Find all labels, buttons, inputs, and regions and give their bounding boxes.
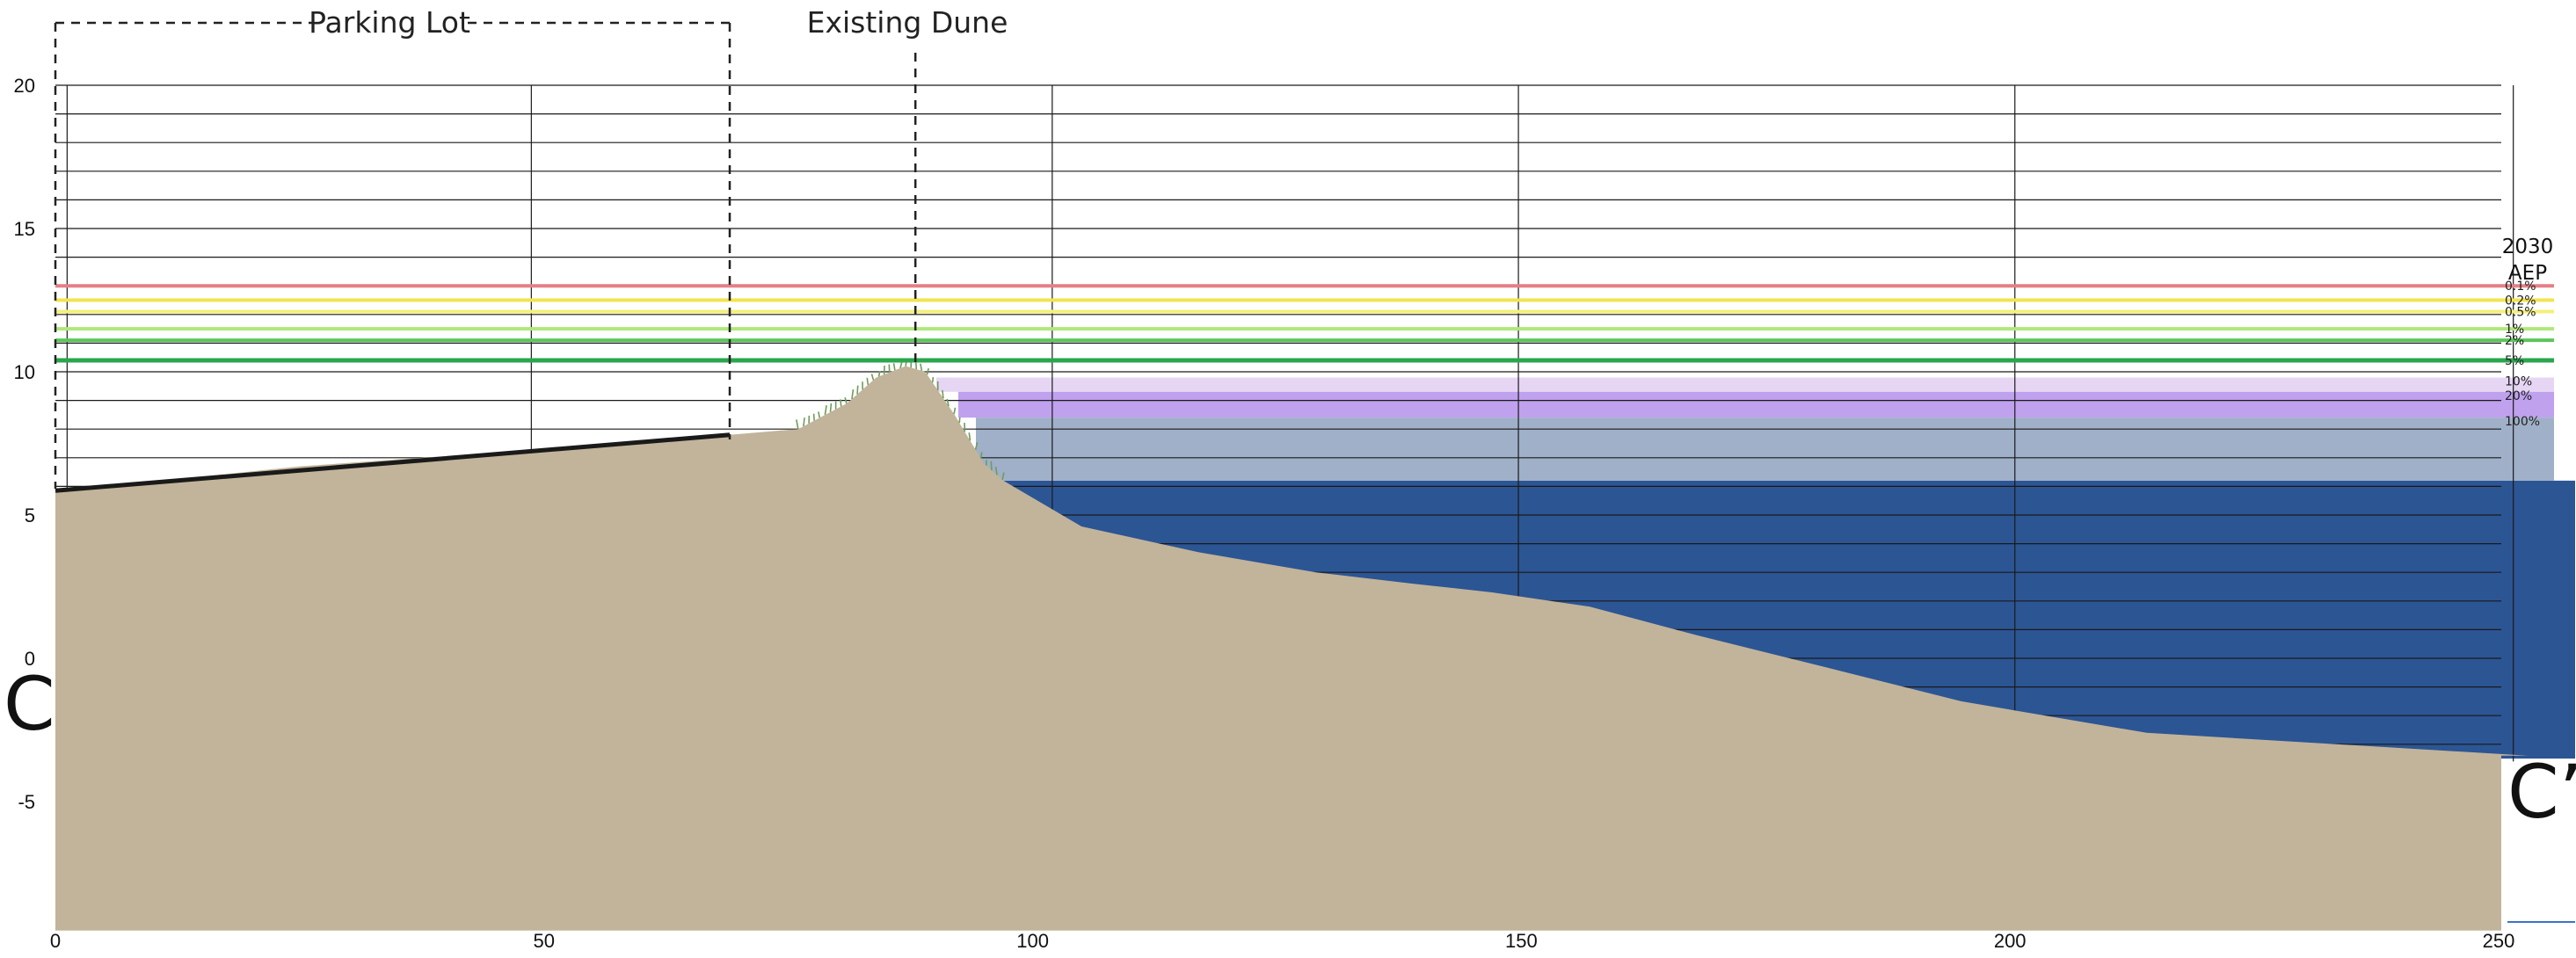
aep-label: 0.1%	[2505, 279, 2536, 294]
aep-label: 0.2%	[2505, 294, 2536, 308]
parking-lot-surface	[55, 432, 731, 493]
dune-vegetation	[892, 363, 896, 371]
x-tick-label: 150	[1505, 930, 1538, 952]
ground-layer	[55, 359, 2529, 931]
section-end-label: C’	[2507, 749, 2576, 835]
dune-vegetation	[812, 413, 815, 421]
feature-callouts	[54, 21, 2575, 923]
dune-vegetation	[851, 388, 855, 400]
aep-label: 20%	[2505, 389, 2532, 403]
existing-dune-label: Existing Dune	[807, 5, 1008, 40]
aep-label: 100%	[2505, 415, 2540, 429]
aep-label: 2%	[2505, 334, 2524, 348]
band-100pct-fill	[976, 417, 2554, 481]
y-tick-label: 5	[25, 504, 35, 526]
dune-vegetation	[844, 397, 848, 404]
dune-vegetation	[926, 367, 929, 375]
dune-vegetation	[953, 407, 957, 415]
dune-vegetation	[840, 399, 842, 407]
legend-title-year: 2030	[2502, 236, 2554, 258]
section-start-label: C	[4, 661, 55, 747]
aep-label: 5%	[2505, 354, 2524, 368]
dune-vegetation	[829, 403, 833, 412]
y-tick-label: -5	[18, 791, 35, 813]
x-tick-label: 250	[2483, 930, 2515, 952]
dune-vegetation	[866, 377, 870, 385]
legend-title-aep: AEP	[2508, 262, 2547, 285]
water-level-lines: 0.1%0.2%0.5% 1%2% 5% 10%20% 100%	[55, 279, 2554, 429]
aep-label: 10%	[2505, 375, 2532, 389]
dune-vegetation	[1001, 472, 1005, 481]
aep-label: 0.5%	[2505, 306, 2536, 320]
dune-vegetation	[979, 452, 983, 459]
dune-vegetation	[994, 467, 998, 475]
x-tick-label: 100	[1016, 930, 1049, 952]
x-tick-label: 50	[534, 930, 555, 952]
dune-vegetation	[968, 432, 971, 441]
dune-vegetation	[899, 361, 903, 369]
dune-vegetation	[877, 371, 881, 377]
dune-vegetation	[990, 461, 993, 471]
dune-vegetation	[870, 374, 875, 381]
y-tick-label: 20	[14, 75, 35, 97]
x-tick-label: 200	[1994, 930, 2027, 952]
aep-label: 1%	[2505, 323, 2524, 337]
y-tick-label: 0	[25, 648, 35, 670]
x-tick-label: 0	[50, 930, 61, 952]
dune-vegetation	[946, 398, 950, 407]
band-20pct-fill	[958, 391, 2554, 418]
band-10pct-fill	[936, 377, 2554, 392]
dune-vegetation	[974, 442, 979, 450]
dune-vegetation	[958, 417, 961, 424]
parking-lot-label: Parking Lot	[309, 5, 470, 40]
dune-vegetation	[920, 363, 923, 372]
y-tick-label: 15	[14, 218, 35, 240]
ground-profile	[55, 366, 2529, 931]
y-tick-label: 10	[14, 361, 35, 383]
dune-vegetation	[942, 389, 944, 399]
dune-vegetation	[824, 405, 827, 416]
dune-vegetation	[856, 385, 859, 395]
dune-vegetation	[796, 419, 799, 430]
dune-vegetation	[931, 376, 935, 383]
